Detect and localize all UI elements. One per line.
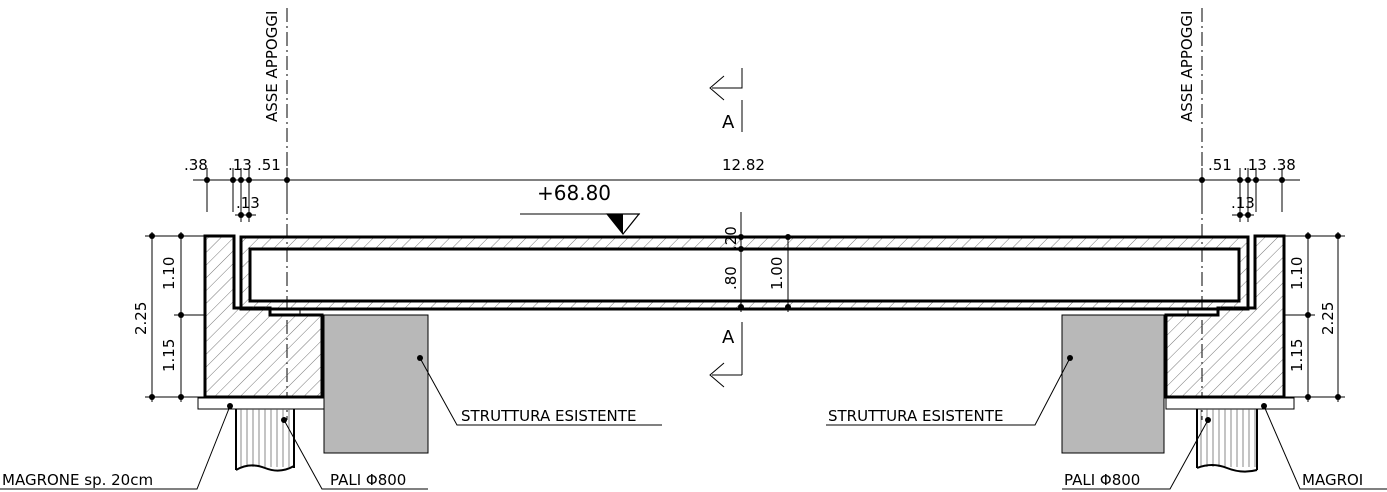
- dim-left-051: .51: [257, 156, 281, 174]
- callout-piles-left: PALI Φ800: [281, 417, 428, 490]
- section-label-top: A: [722, 112, 735, 133]
- left-height-dimensions: 1.10 1.15 2.25: [132, 232, 205, 402]
- existing-structure-left: [323, 314, 429, 454]
- callout-existing-right: STRUTTURA ESISTENTE: [826, 355, 1073, 426]
- existing-structure-right: [1061, 314, 1165, 454]
- dim-left-110: 1.10: [160, 257, 178, 290]
- existing-label-left: STRUTTURA ESISTENTE: [461, 407, 636, 425]
- dim-left-sub-013: .13: [236, 194, 260, 212]
- dim-left-013: .13: [228, 156, 252, 174]
- top-dimension-chain: .38 .13 .51 12.82 .51 .13 .38 .13 .13: [184, 156, 1300, 222]
- dim-right-sub-013: .13: [1231, 194, 1255, 212]
- axis-label-right: ASSE APPOGGI: [1178, 11, 1196, 122]
- dim-right-110: 1.10: [1288, 257, 1306, 290]
- callout-existing-left: STRUTTURA ESISTENTE: [417, 355, 662, 426]
- elevation-marker: +68.80: [520, 181, 641, 235]
- callout-lean-right: MAGROI: [1261, 403, 1387, 490]
- callout-piles-right: PALI Φ800: [1062, 417, 1211, 490]
- abutment-right: [1164, 234, 1286, 399]
- dim-left-225: 2.25: [132, 302, 150, 335]
- piles-label-right: PALI Φ800: [1064, 471, 1140, 489]
- dim-left-115: 1.15: [160, 339, 178, 372]
- abutment-left: [203, 234, 324, 399]
- dim-span: 12.82: [722, 156, 765, 174]
- dim-right-051: .51: [1208, 156, 1232, 174]
- callout-lean-left: MAGRONE sp. 20cm: [0, 403, 233, 490]
- lean-label-right: MAGROI: [1302, 471, 1363, 489]
- existing-label-right: STRUTTURA ESISTENTE: [828, 407, 1003, 425]
- dim-right-225: 2.25: [1319, 302, 1337, 335]
- dim-right-115: 1.15: [1288, 339, 1306, 372]
- axis-label-left: ASSE APPOGGI: [263, 11, 281, 122]
- lean-label-left: MAGRONE sp. 20cm: [2, 471, 153, 489]
- dim-slab-020: .20: [722, 226, 740, 250]
- dim-slab-100: 1.00: [768, 257, 786, 290]
- right-height-dimensions: 1.10 1.15 2.25: [1284, 232, 1345, 402]
- lean-concrete-right: [1165, 397, 1295, 410]
- section-label-bottom: A: [722, 327, 735, 348]
- lean-concrete-left: [197, 397, 325, 410]
- section-marker-top: A: [709, 68, 743, 133]
- elevation-label: +68.80: [537, 181, 611, 205]
- dim-slab-080: .80: [722, 266, 740, 290]
- piles-label-left: PALI Φ800: [330, 471, 406, 489]
- slab-thickness-dimensions: .20 .80 1.00: [722, 212, 791, 312]
- dim-right-038: .38: [1272, 156, 1296, 174]
- deck-slab: [239, 235, 1250, 311]
- dim-left-038: .38: [184, 156, 208, 174]
- dim-right-013: .13: [1243, 156, 1267, 174]
- section-marker-bottom: A: [709, 322, 743, 388]
